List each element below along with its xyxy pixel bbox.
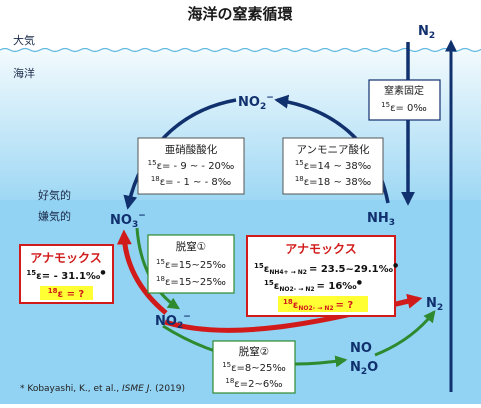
svg-text:窒素固定: 窒素固定: [384, 84, 424, 97]
species-n2o: N2O: [350, 360, 378, 377]
species-no2-top: NO2−: [238, 93, 274, 112]
species-no: NO: [350, 341, 372, 356]
species-nh3: NH3: [367, 211, 395, 228]
svg-text:18ε= - 1 ~ - 8‰: 18ε= - 1 ~ - 8‰: [151, 175, 231, 188]
svg-text:15ε=8~25‰: 15ε=8~25‰: [222, 361, 286, 374]
arrow-denit2-no-to-n2: [374, 310, 436, 357]
box-ammonia-oxidation: アンモニア酸化 15ε=14 ~ 38‰ 18ε=18 ~ 38‰: [282, 137, 384, 195]
svg-text:アナモックス: アナモックス: [30, 251, 101, 265]
box-anammox-left: アナモックス 15ε= - 31.1‰● 18ε = ?: [19, 244, 114, 304]
box-nitrogen-fixation: 窒素固定 15ε= 0‰: [368, 79, 441, 121]
atmosphere-background: [0, 0, 481, 50]
svg-text:15ε= - 9 ~ - 20‰: 15ε= - 9 ~ - 20‰: [148, 159, 235, 172]
arrow-anammox-no3-return: [116, 229, 168, 315]
svg-text:15ε=14 ~ 38‰: 15ε=14 ~ 38‰: [295, 159, 371, 172]
species-n2-right: N2: [426, 296, 443, 313]
svg-text:15ε= 0‰: 15ε= 0‰: [381, 101, 427, 114]
svg-text:18εNO2- → N2= ?: 18εNO2- → N2= ?: [283, 298, 353, 312]
anoxic-zone-label: 嫌気的: [38, 209, 71, 223]
svg-text:18ε = ?: 18ε = ?: [48, 287, 85, 300]
box-denitrification-2: 脱窒② 15ε=8~25‰ 18ε=2~6‰: [212, 340, 296, 394]
box-nitrite-oxidation: 亜硝酸酸化 15ε= - 9 ~ - 20‰ 18ε= - 1 ~ - 8‰: [137, 137, 245, 195]
atmosphere-label: 大気: [13, 33, 35, 47]
svg-text:アンモニア酸化: アンモニア酸化: [296, 143, 370, 156]
citation: * Kobayashi, K., et al., ISME J. (2019): [20, 384, 185, 394]
arrow-nitrite-oxidation: [123, 98, 237, 210]
svg-text:15εNO2- → N2= 16‰●: 15εNO2- → N2= 16‰●: [264, 279, 362, 293]
ocean-label: 海洋: [13, 66, 35, 80]
svg-text:18ε=2~6‰: 18ε=2~6‰: [225, 377, 282, 390]
svg-text:15εNH4+ → N2= 23.5~29.1‰●: 15εNH4+ → N2= 23.5~29.1‰●: [254, 262, 398, 276]
species-no3: NO3−: [110, 211, 146, 230]
svg-text:15ε= - 31.1‰●: 15ε= - 31.1‰●: [26, 269, 105, 282]
svg-text:アナモックス: アナモックス: [285, 242, 356, 256]
svg-text:18ε=15~25‰: 18ε=15~25‰: [156, 275, 226, 288]
svg-text:亜硝酸酸化: 亜硝酸酸化: [165, 143, 218, 156]
oxic-zone-label: 好気的: [38, 188, 71, 202]
species-no2-middle: NO2−: [155, 312, 191, 331]
box-anammox-right: アナモックス 15εNH4+ → N2= 23.5~29.1‰● 15εNO2-…: [246, 235, 398, 317]
species-n2-top: N2: [418, 24, 435, 41]
box-denitrification-1: 脱窒① 15ε=15~25‰ 18ε=15~25‰: [147, 234, 235, 294]
svg-text:脱窒②: 脱窒②: [239, 345, 269, 358]
svg-text:18ε=18 ~ 38‰: 18ε=18 ~ 38‰: [295, 175, 371, 188]
diagram-title: 海洋の窒素循環: [187, 5, 293, 23]
svg-text:15ε=15~25‰: 15ε=15~25‰: [156, 258, 226, 271]
svg-text:脱窒①: 脱窒①: [176, 240, 206, 253]
